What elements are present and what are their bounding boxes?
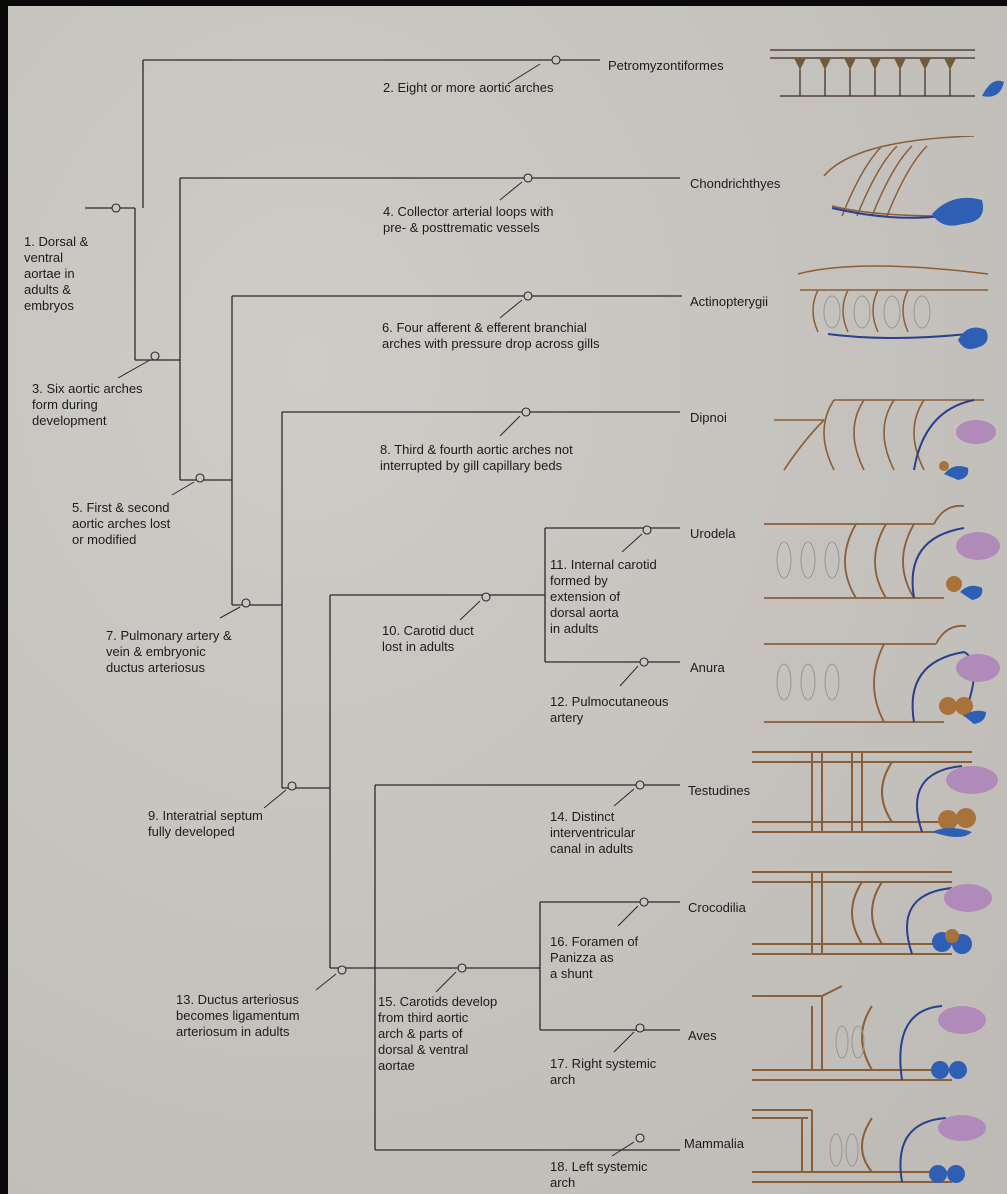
testudines-arch-illustration <box>752 740 1005 848</box>
taxon-actinopterygii: Actinopterygii <box>690 294 768 310</box>
character-9-label: 9. Interatrial septum fully developed <box>148 808 263 840</box>
dipnoi-arch-illustration <box>764 380 1005 490</box>
character-1-label: 1. Dorsal & ventral aortae in adults & e… <box>24 234 88 314</box>
taxon-petromyzontiformes: Petromyzontiformes <box>608 58 724 74</box>
character-18-label: 18. Left systemic arch <box>550 1159 648 1191</box>
taxon-mammalia: Mammalia <box>684 1136 744 1152</box>
taxon-testudines: Testudines <box>688 783 750 799</box>
taxon-urodela: Urodela <box>690 526 736 542</box>
character-3-label: 3. Six aortic arches form during develop… <box>32 381 143 429</box>
aves-arch-illustration <box>752 982 1005 1090</box>
character-4-label: 4. Collector arterial loops with pre- & … <box>383 204 554 236</box>
actinopterygii-arch-illustration <box>788 254 1005 350</box>
taxon-dipnoi: Dipnoi <box>690 410 727 426</box>
taxon-chondrichthyes: Chondrichthyes <box>690 176 780 192</box>
character-7-label: 7. Pulmonary artery & vein & embryonic d… <box>106 628 232 676</box>
character-16-label: 16. Foramen of Panizza as a shunt <box>550 934 638 982</box>
character-13-label: 13. Ductus arteriosus becomes ligamentum… <box>176 992 300 1040</box>
character-10-label: 10. Carotid duct lost in adults <box>382 623 474 655</box>
taxon-crocodilia: Crocodilia <box>688 900 746 916</box>
character-6-label: 6. Four afferent & efferent branchial ar… <box>382 320 599 352</box>
character-12-label: 12. Pulmocutaneous artery <box>550 694 669 726</box>
cladogram-page: 1. Dorsal & ventral aortae in adults & e… <box>8 6 1007 1194</box>
anura-arch-illustration <box>764 622 1005 732</box>
urodela-arch-illustration <box>764 500 1005 610</box>
character-15-label: 15. Carotids develop from third aortic a… <box>378 994 497 1074</box>
crocodilia-arch-illustration <box>752 858 1005 968</box>
character-11-label: 11. Internal carotid formed by extension… <box>550 557 657 637</box>
chondrichthyes-arch-illustration <box>812 136 1005 226</box>
character-8-label: 8. Third & fourth aortic arches not inte… <box>380 442 573 474</box>
mammalia-arch-illustration <box>752 1096 1005 1194</box>
character-2-label: 2. Eight or more aortic arches <box>383 80 554 96</box>
character-14-label: 14. Distinct interventricular canal in a… <box>550 809 635 857</box>
petromyzontiformes-arch-illustration <box>760 36 1005 112</box>
taxon-anura: Anura <box>690 660 725 676</box>
taxon-aves: Aves <box>688 1028 717 1044</box>
character-5-label: 5. First & second aortic arches lost or … <box>72 500 170 548</box>
character-17-label: 17. Right systemic arch <box>550 1056 656 1088</box>
